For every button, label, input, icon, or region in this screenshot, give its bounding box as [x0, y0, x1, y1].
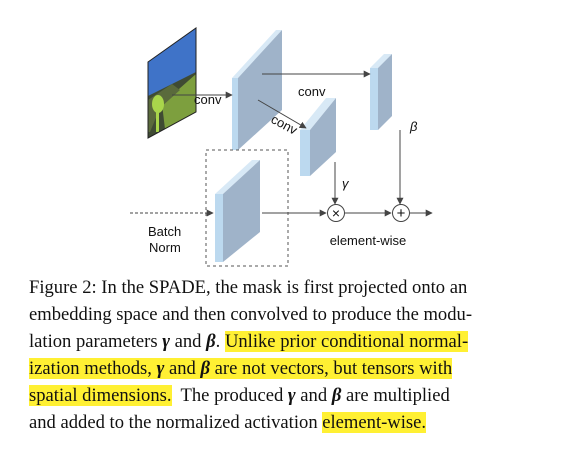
label-gamma: γ: [342, 176, 350, 191]
beta-symbol: β: [200, 358, 210, 379]
beta-symbol: β: [206, 331, 216, 352]
caption-text: are not vectors, but tensors with: [210, 358, 453, 379]
gamma-symbol: γ: [156, 358, 165, 379]
caption-text: lation parameters: [29, 331, 163, 352]
caption-line-5: spatial dimensions. The produced γ and β…: [29, 382, 551, 409]
multiply-symbol: ×: [332, 205, 340, 221]
caption-text: The produced: [171, 385, 288, 406]
spade-diagram: × + conv conv conv β γ Batch Norm elemen…: [130, 27, 433, 267]
label-conv-diagonal: conv: [269, 111, 301, 137]
caption-line-3: lation parameters γ and β. Unlike prior …: [29, 328, 551, 355]
arrow-embedding-to-gamma: [257, 99, 307, 129]
add-symbol: +: [397, 205, 406, 222]
input-mask-image: [147, 27, 197, 139]
caption-text: and: [169, 331, 207, 352]
label-element-wise: element-wise: [330, 233, 407, 248]
normalized-activation-block: [215, 160, 260, 262]
label-conv-top: conv: [298, 84, 326, 99]
batch-norm-box: [205, 149, 289, 267]
caption-text: and: [295, 385, 332, 406]
caption-text: and: [164, 358, 201, 379]
highlighted-text: ization methods, γ and β are not vectors…: [29, 358, 453, 379]
caption-line-4: ization methods, γ and β are not vectors…: [29, 355, 551, 382]
label-beta: β: [409, 119, 418, 134]
highlighted-text: Unlike prior conditional normal-: [224, 331, 469, 352]
label-conv-first: conv: [194, 92, 222, 107]
label-batch: Batch: [148, 224, 181, 239]
caption-text: ization methods,: [29, 358, 157, 379]
gamma-block: [300, 98, 336, 176]
beta-block: [370, 54, 392, 130]
beta-symbol: β: [331, 385, 342, 406]
embedding-block: [232, 30, 282, 150]
caption-line-6: and added to the normalized activation e…: [29, 409, 551, 436]
gamma-symbol: γ: [162, 331, 170, 352]
gamma-symbol: γ: [287, 385, 296, 406]
multiply-operator: ×: [327, 204, 345, 222]
caption-text: .: [215, 331, 225, 352]
label-norm: Norm: [149, 240, 181, 255]
highlighted-text: spatial dimensions.: [29, 385, 172, 406]
highlighted-text: element-wise.: [322, 412, 427, 433]
caption-line-1: Figure 2: In the SPADE, the mask is firs…: [29, 277, 468, 298]
caption-line-2: embedding space and then convolved to pr…: [29, 304, 473, 325]
caption-text: are multiplied: [341, 385, 450, 406]
caption-text: and added to the normalized activation: [29, 412, 323, 433]
figure-caption: Figure 2: In the SPADE, the mask is firs…: [29, 274, 551, 436]
add-operator: +: [392, 204, 410, 222]
